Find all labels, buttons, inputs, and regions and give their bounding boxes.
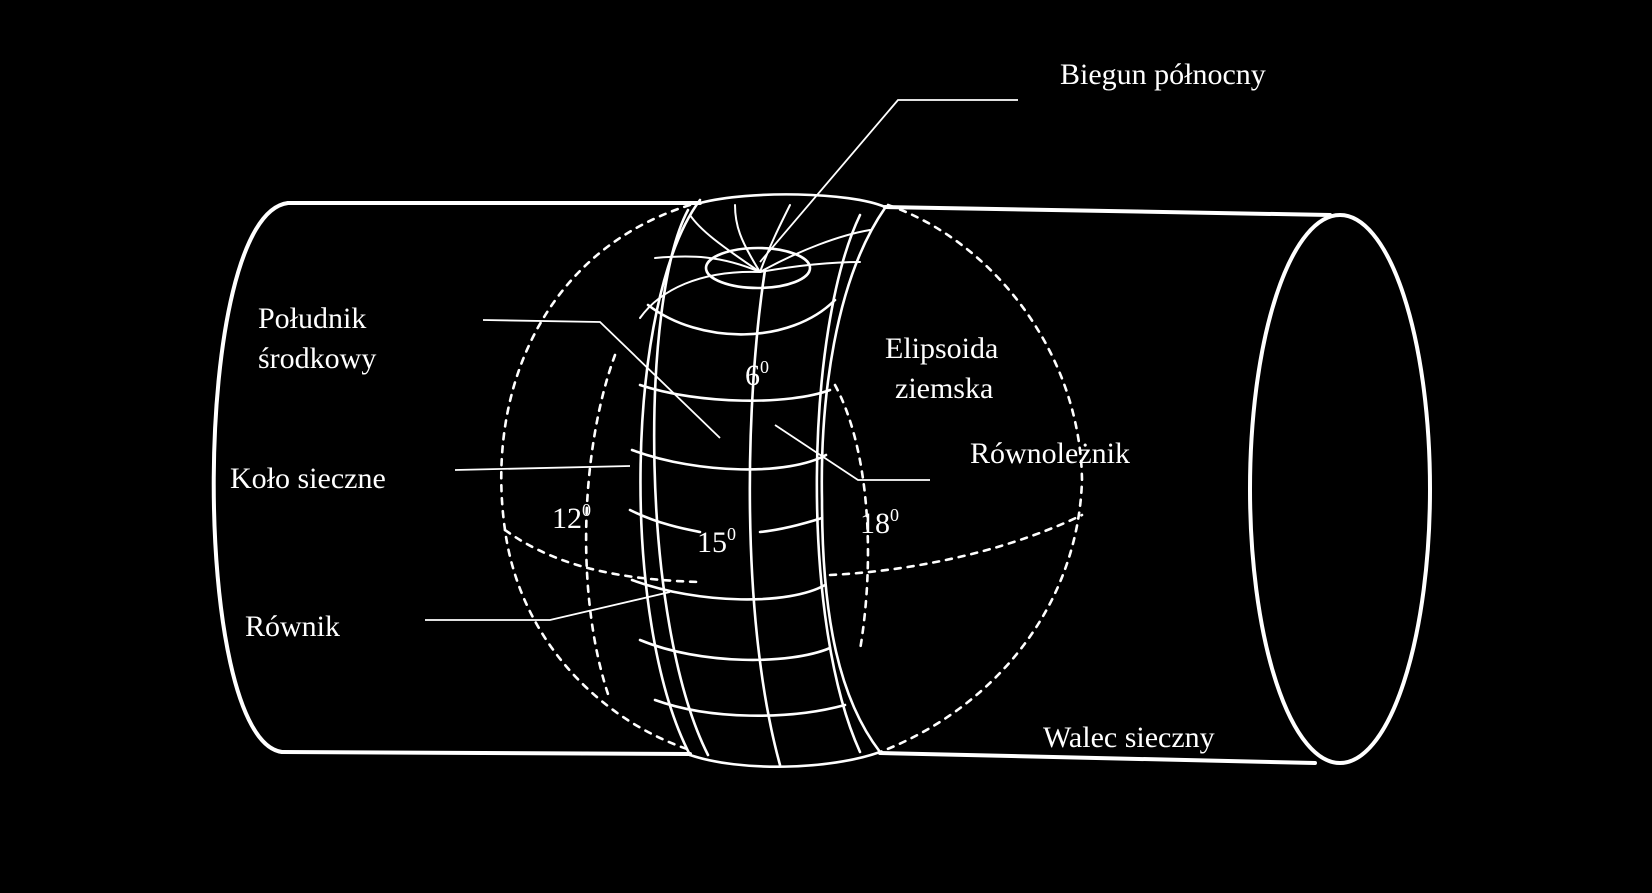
pole-ray-2 — [734, 204, 761, 273]
label-ellipsoid-2: ziemska — [895, 372, 993, 405]
pole-ray-6 — [759, 261, 861, 273]
parallels — [628, 298, 847, 717]
pole-ellipse — [704, 246, 812, 290]
ellipsoid-left-arc — [499, 203, 692, 752]
label-central-meridian-2: środkowy — [258, 342, 376, 375]
label-ellipsoid-1: Elipsoida — [885, 332, 998, 365]
pole-ray-4 — [759, 229, 871, 273]
ellipsoid-outline — [499, 203, 1084, 754]
pole-ray-5 — [654, 255, 761, 273]
parallel-6 — [638, 638, 832, 662]
leader-central-meridian — [482, 319, 721, 439]
cylinder-top-edge — [286, 201, 1332, 217]
secant-cylinder — [211, 201, 1432, 765]
zone-left-inner — [652, 208, 710, 757]
label-north-pole: Biegun północny — [1060, 58, 1266, 91]
cylinder-right-end — [1248, 213, 1432, 765]
degree-6: 60 — [745, 357, 769, 392]
degree-18: 180 — [860, 505, 899, 540]
meridian-12-dashed — [584, 353, 617, 702]
zone-inner-boundary — [815, 213, 862, 754]
leader-north-pole — [759, 99, 1018, 263]
degree-15: 150 — [697, 524, 736, 559]
parallel-2 — [638, 383, 832, 402]
meridian-18-dashed — [833, 383, 870, 652]
leader-lines — [425, 99, 1018, 621]
label-equator: Równik — [245, 610, 340, 643]
text-labels: Biegun północny Południk środkowy Elipso… — [230, 58, 1266, 754]
pole-ray-1 — [689, 214, 761, 273]
north-pole-fan — [639, 204, 871, 319]
label-parallel: Równoleżnik — [970, 437, 1130, 470]
label-secant-circle: Koło sieczne — [230, 462, 386, 495]
parallel-7 — [653, 698, 847, 717]
zone-bottom-cap — [688, 750, 882, 768]
label-secant-cylinder: Walec sieczny — [1043, 721, 1215, 754]
parallel-5 — [630, 578, 827, 601]
degree-12: 120 — [552, 500, 591, 535]
leader-secant-circle — [454, 465, 631, 471]
degree-labels: 60 120 150 180 — [552, 357, 899, 559]
leader-parallel — [774, 424, 930, 481]
central-meridian — [748, 268, 782, 767]
parallel-1 — [646, 298, 837, 336]
zone-top-cap — [698, 193, 887, 209]
ellipsoid-equator-back — [503, 513, 1084, 584]
zone-right-boundary — [820, 206, 887, 754]
cylinder-bottom-edge — [280, 750, 1317, 765]
zone-left-boundary — [639, 198, 702, 757]
pole-ray-7 — [639, 270, 761, 319]
cylinder-left-end — [211, 201, 290, 754]
zone-strip — [639, 193, 887, 768]
pole-ray-3 — [759, 204, 791, 273]
label-central-meridian-1: Południk — [258, 302, 366, 335]
parallel-4 — [628, 508, 702, 534]
leader-equator — [425, 591, 671, 621]
parallel-3 — [630, 448, 828, 471]
parallel-4b — [758, 516, 824, 534]
ellipsoid-right-arc — [878, 203, 1084, 754]
